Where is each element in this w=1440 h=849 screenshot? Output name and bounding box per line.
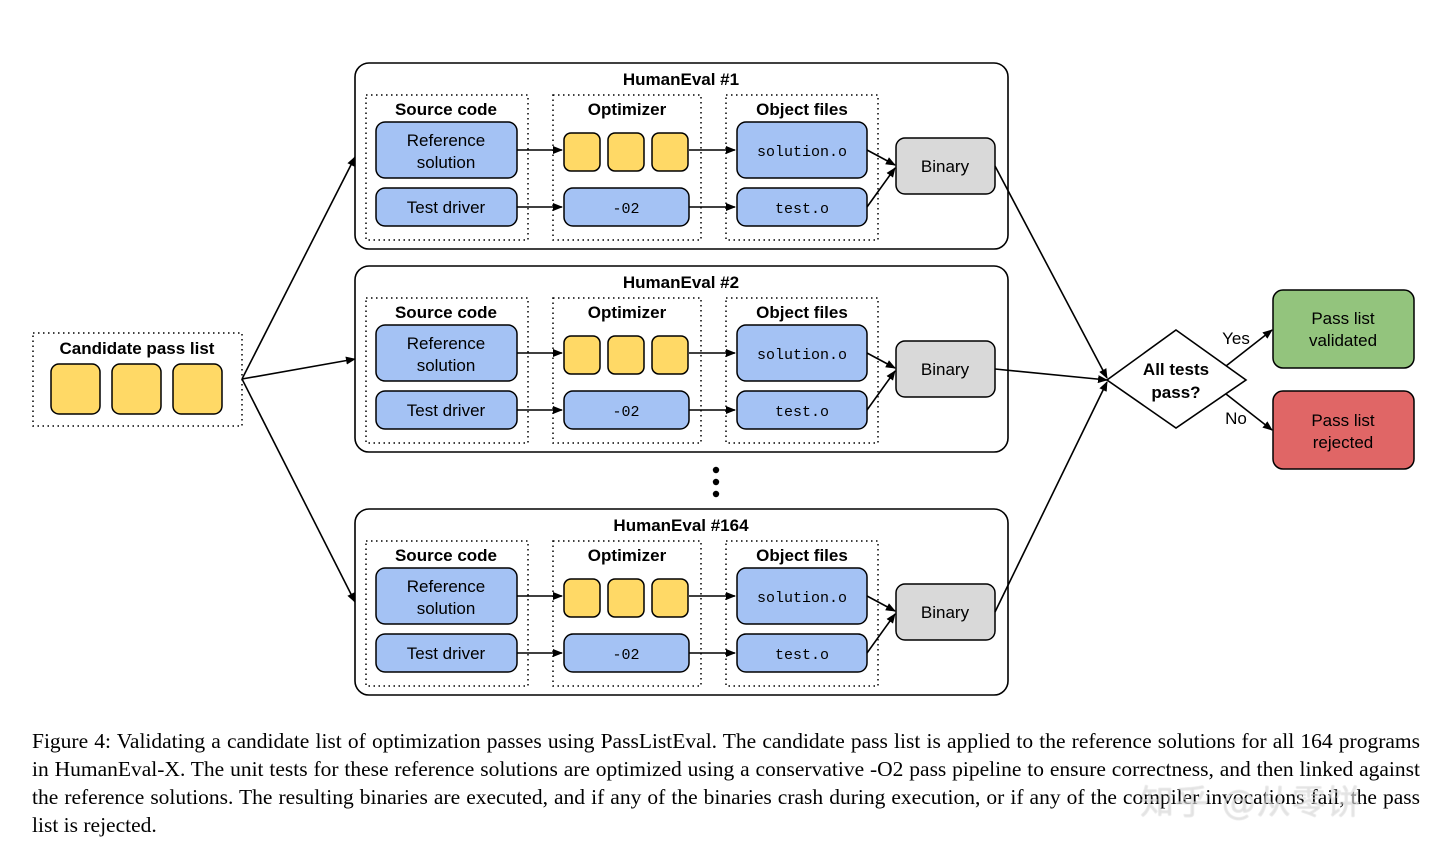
optimizer-title: Optimizer bbox=[588, 546, 667, 565]
binary-label: Binary bbox=[921, 157, 970, 176]
validated-label-1: Pass list bbox=[1311, 309, 1375, 328]
reference-solution-label-1: Reference bbox=[407, 334, 485, 353]
pass-block-2 bbox=[607, 335, 645, 375]
test-driver-label: Test driver bbox=[407, 644, 486, 663]
pass-block-3 bbox=[651, 335, 689, 375]
arrow-candidate-to-group-1 bbox=[241, 156, 356, 380]
yes-label: Yes bbox=[1222, 329, 1250, 348]
arrow-no bbox=[1225, 393, 1273, 431]
pass-block-3 bbox=[651, 578, 689, 618]
binary-label: Binary bbox=[921, 603, 970, 622]
reference-solution-label-1: Reference bbox=[407, 131, 485, 150]
o2-label: -02 bbox=[612, 201, 639, 218]
reference-solution-label-1: Reference bbox=[407, 577, 485, 596]
binary-label: Binary bbox=[921, 360, 970, 379]
source-code-title: Source code bbox=[395, 100, 497, 119]
humaneval-group-164: HumanEval #164 Source code Optimizer Obj… bbox=[354, 508, 1009, 696]
reference-solution-label-2: solution bbox=[417, 599, 476, 618]
ellipsis-icon bbox=[712, 466, 720, 498]
validated-label-2: validated bbox=[1309, 331, 1377, 350]
figure-caption: Figure 4: Validating a candidate list of… bbox=[32, 729, 1420, 837]
solution-o-label: solution.o bbox=[757, 347, 847, 364]
pass-block-1 bbox=[563, 132, 601, 172]
pass-list-rejected-box bbox=[1272, 390, 1415, 470]
test-o-label: test.o bbox=[775, 404, 829, 421]
test-driver-label: Test driver bbox=[407, 401, 486, 420]
pass-list-validated-box bbox=[1272, 289, 1415, 369]
arrow-binary-1-to-decision bbox=[994, 165, 1108, 379]
humaneval-group-1: HumanEval #1 Source code Optimizer Objec… bbox=[354, 62, 1009, 250]
candidate-pass-1 bbox=[50, 363, 101, 415]
candidate-pass-2 bbox=[111, 363, 162, 415]
group-title: HumanEval #1 bbox=[623, 70, 739, 89]
pass-block-1 bbox=[563, 335, 601, 375]
decision-label-2: pass? bbox=[1151, 383, 1200, 402]
pass-block-2 bbox=[607, 578, 645, 618]
decision-label-1: All tests bbox=[1143, 360, 1209, 379]
object-files-title: Object files bbox=[756, 303, 848, 322]
optimizer-title: Optimizer bbox=[588, 100, 667, 119]
no-label: No bbox=[1225, 409, 1247, 428]
test-o-label: test.o bbox=[775, 647, 829, 664]
group-title: HumanEval #164 bbox=[613, 516, 749, 535]
group-title: HumanEval #2 bbox=[623, 273, 739, 292]
object-files-title: Object files bbox=[756, 546, 848, 565]
pass-list-eval-diagram: Candidate pass list HumanEval #1 Source … bbox=[32, 62, 1415, 696]
o2-label: -02 bbox=[612, 404, 639, 421]
rejected-label-1: Pass list bbox=[1311, 411, 1375, 430]
test-driver-label: Test driver bbox=[407, 198, 486, 217]
pass-block-2 bbox=[607, 132, 645, 172]
arrow-yes bbox=[1225, 329, 1273, 367]
reference-solution-label-2: solution bbox=[417, 356, 476, 375]
source-code-title: Source code bbox=[395, 303, 497, 322]
arrow-candidate-to-group-3 bbox=[241, 378, 356, 603]
reference-solution-label-2: solution bbox=[417, 153, 476, 172]
object-files-title: Object files bbox=[756, 100, 848, 119]
all-tests-pass-decision: All tests pass? bbox=[1105, 329, 1248, 429]
optimizer-title: Optimizer bbox=[588, 303, 667, 322]
o2-label: -02 bbox=[612, 647, 639, 664]
candidate-pass-list: Candidate pass list bbox=[32, 332, 243, 427]
humaneval-group-2: HumanEval #2 Source code Optimizer Objec… bbox=[354, 265, 1009, 453]
arrow-candidate-to-group-2 bbox=[241, 356, 356, 380]
source-code-title: Source code bbox=[395, 546, 497, 565]
candidate-pass-list-title: Candidate pass list bbox=[60, 339, 215, 358]
solution-o-label: solution.o bbox=[757, 590, 847, 607]
solution-o-label: solution.o bbox=[757, 144, 847, 161]
pass-block-3 bbox=[651, 132, 689, 172]
rejected-label-2: rejected bbox=[1313, 433, 1373, 452]
pass-block-1 bbox=[563, 578, 601, 618]
arrow-binary-2-to-decision bbox=[994, 368, 1108, 384]
test-o-label: test.o bbox=[775, 201, 829, 218]
arrow-binary-164-to-decision bbox=[994, 381, 1108, 613]
candidate-pass-3 bbox=[172, 363, 223, 415]
